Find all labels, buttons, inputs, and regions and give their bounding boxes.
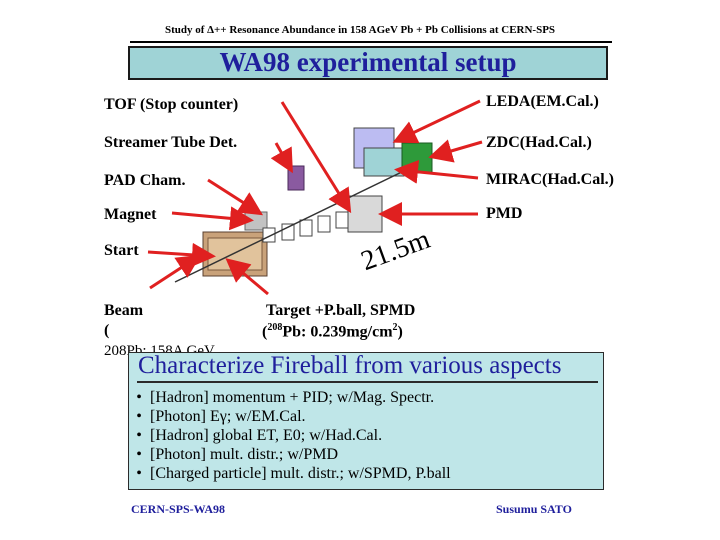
characterize-list: • [Hadron] momentum + PID; w/Mag. Spectr.… [128,388,604,483]
bullet-marker: • [136,427,142,444]
pmd-block [347,195,383,233]
callout-arrows [147,99,483,296]
pad-chamber-label: PAD Cham. [104,172,186,189]
header-divider [130,41,612,43]
start-label: Start [104,242,139,259]
footer-right: Susumu SATO [496,502,572,516]
bullet-marker: • [136,408,142,425]
title-box [128,46,608,80]
leda-label: LEDA(EM.Cal.) [486,93,599,110]
slide-title: WA98 experimental setup [219,47,517,77]
zdc-block [401,142,433,174]
target-spec: (208Pb: 0.239mg/cm2) [262,322,403,341]
target-density: Pb: 0.239mg/cm [282,323,393,341]
list-item-text: [Hadron] global ET, E0; w/Had.Cal. [150,427,383,444]
list-item: • [Photon] mult. distr.; w/PMD [128,445,604,464]
beam-paren: ( [104,322,110,339]
target-paren-open: ( [262,323,268,341]
characterize-title: Characterize Fireball from various aspec… [138,352,562,379]
tof-label: TOF (Stop counter) [104,96,239,113]
bullet-marker: • [136,446,142,463]
tof-stack [287,165,305,191]
target-paren-close: ) [397,323,403,341]
magnet-body [244,211,268,231]
pmd-label: PMD [486,205,523,222]
streamer-tube-label: Streamer Tube Det. [104,134,238,151]
bullet-marker: • [136,465,142,482]
list-item: • [Hadron] momentum + PID; w/Mag. Spectr. [128,388,604,407]
target-isotope: 208 [267,322,283,333]
list-item-text: [Charged particle] mult. distr.; w/SPMD,… [150,465,451,482]
target-exponent: 2 [392,322,398,333]
characterize-box [128,352,604,490]
zdc-label: ZDC(Had.Cal.) [486,134,592,151]
streamer-tubes [262,211,349,243]
target-label: Target +P.ball, SPMD [266,302,416,319]
list-item: • [Charged particle] mult. distr.; w/SPMD… [128,464,604,483]
beam-label: Beam [104,302,144,319]
bullet-marker: • [136,389,142,406]
list-item: • [Photon] Eγ; w/EM.Cal. [128,407,604,426]
mirac-label: MIRAC(Had.Cal.) [486,171,614,188]
mirac-block [363,147,405,177]
list-item: • [Hadron] global ET, E0; w/Had.Cal. [128,426,604,445]
characterize-underline [137,381,598,383]
magnet-label: Magnet [104,206,157,223]
footer-left: CERN-SPS-WA98 [131,502,226,516]
slide-header: Study of Δ++ Resonance Abundance in 158 … [164,24,556,36]
list-item-text: [Photon] Eγ; w/EM.Cal. [150,408,306,425]
list-item-text: [Photon] mult. distr.; w/PMD [150,446,339,463]
list-item-text: [Hadron] momentum + PID; w/Mag. Spectr. [150,389,435,406]
